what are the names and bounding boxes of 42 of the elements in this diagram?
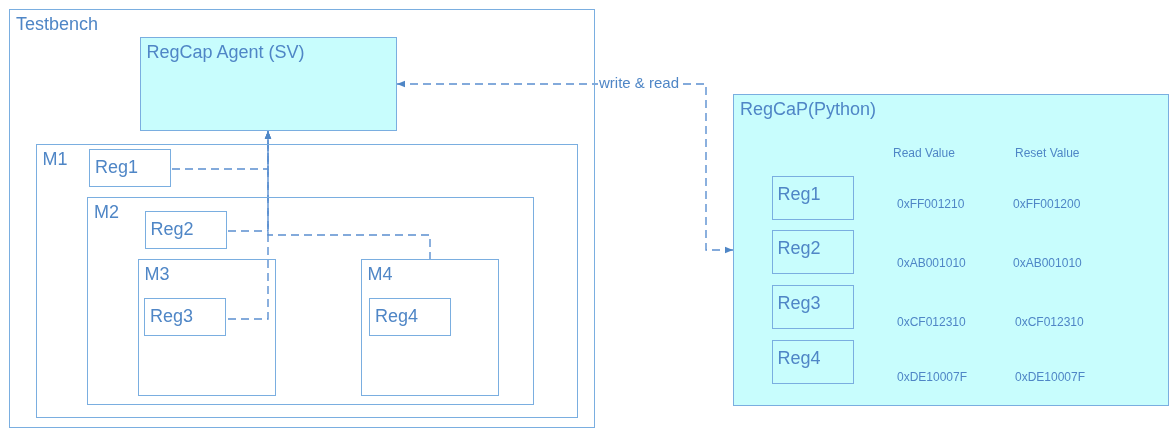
block-title: M2 (94, 202, 119, 223)
block-title: RegCap Agent (SV) (146, 41, 305, 63)
register-value: 0xDE10007F (1015, 370, 1086, 384)
column-header: Reset Value (1015, 146, 1080, 160)
register-box (369, 298, 451, 336)
python-box (733, 94, 1169, 406)
block-title: Testbench (16, 14, 99, 35)
register-name: Reg1 (777, 183, 821, 205)
block-title: M3 (144, 263, 170, 285)
register-value: 0xCF012310 (1015, 315, 1084, 329)
register-box (771, 175, 854, 220)
module-box (35, 143, 578, 418)
register-box (144, 210, 227, 249)
dashed-arrow (264, 130, 431, 261)
module-box (360, 258, 499, 396)
register-name: Reg2 (150, 218, 194, 240)
register-name: Reg3 (777, 292, 821, 314)
block-title: RegCaP(Python) (740, 99, 877, 120)
register-box (89, 149, 171, 187)
agent-box (139, 36, 397, 131)
register-value: 0xAB001010 (897, 256, 966, 270)
module-box (137, 258, 276, 396)
block-title: M4 (367, 263, 393, 285)
register-value: 0xFF001210 (897, 197, 965, 211)
register-value: 0xAB001010 (1013, 256, 1082, 270)
register-name: Reg1 (95, 157, 139, 178)
register-value: 0xDE10007F (897, 370, 968, 384)
register-box (771, 339, 854, 384)
register-value: 0xCF012310 (897, 315, 966, 329)
column-header: Read Value (893, 146, 955, 160)
register-value: 0xFF001200 (1013, 197, 1081, 211)
register-box (771, 284, 854, 329)
block-title: M1 (42, 148, 68, 170)
edge-label: write & read (598, 74, 681, 91)
register-box (771, 229, 854, 274)
module-box (87, 197, 534, 405)
register-name: Reg4 (777, 347, 821, 369)
register-name: Reg2 (777, 237, 821, 259)
register-name: Reg3 (150, 306, 194, 327)
register-box (144, 298, 226, 336)
testbench-box (9, 9, 595, 428)
register-name: Reg4 (375, 306, 419, 327)
